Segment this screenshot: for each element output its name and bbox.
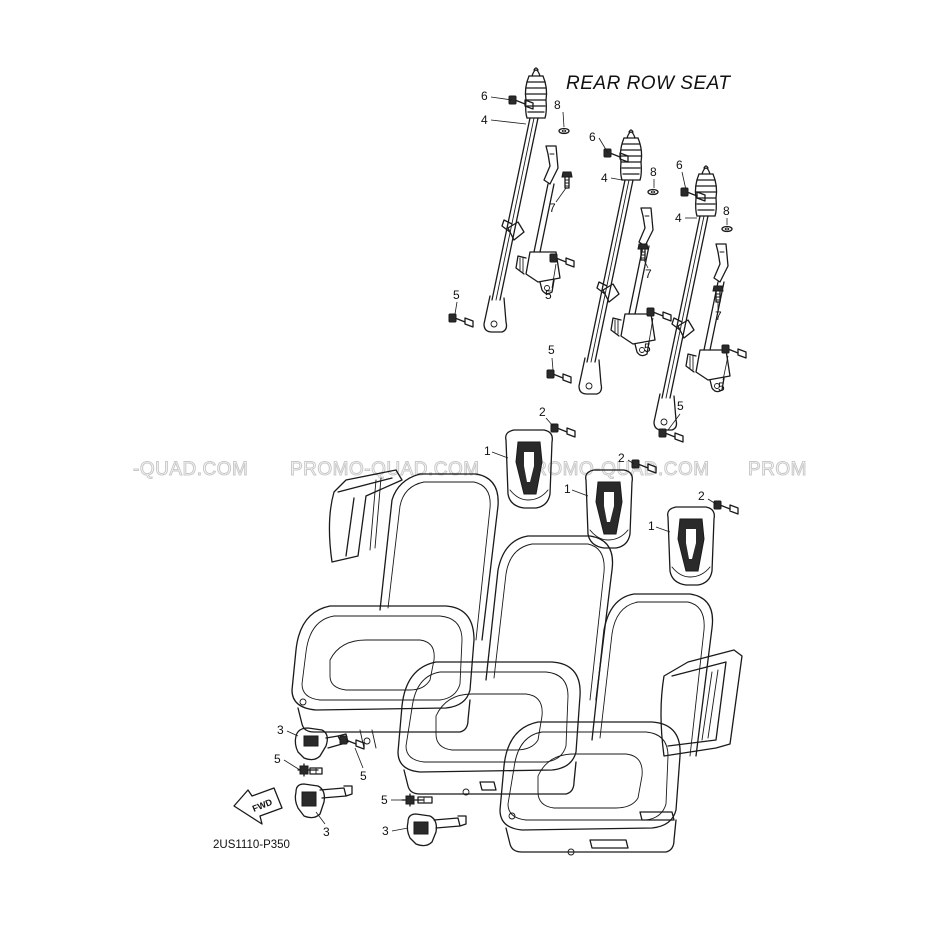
buckle-part-3 <box>294 783 353 819</box>
callouts: 6 6 6 4 4 4 8 8 8 7 7 7 5 5 5 5 <box>274 89 730 839</box>
washer-part-8 <box>647 188 659 196</box>
trim-panel-part-1 <box>667 506 715 586</box>
diagram-code: 2US1110-P350 <box>213 839 290 851</box>
callout-3: 3 <box>277 723 284 737</box>
bolt-part-5 <box>646 307 672 322</box>
bolt-part-6 <box>508 95 534 110</box>
callout-5: 5 <box>453 288 460 302</box>
callout-5: 5 <box>360 769 367 783</box>
callout-2: 2 <box>698 489 705 503</box>
bolt-part-5 <box>339 735 365 750</box>
watermark-text: -QUAD.COM <box>133 459 248 480</box>
callout-6: 6 <box>589 130 596 144</box>
buckle-part-3 <box>406 813 467 847</box>
callout-8: 8 <box>723 204 730 218</box>
bolt-part-5 <box>401 793 433 807</box>
callout-5: 5 <box>545 288 552 302</box>
callout-5: 5 <box>644 341 651 355</box>
bolt-part-5 <box>448 313 474 328</box>
seat-center <box>397 535 614 796</box>
fwd-label: FWD <box>251 797 274 814</box>
washer-part-8 <box>558 127 570 135</box>
callout-8: 8 <box>650 165 657 179</box>
bolt-part-5 <box>549 253 575 268</box>
callout-7: 7 <box>715 309 722 323</box>
bolt-part-5 <box>297 763 323 777</box>
callout-2: 2 <box>618 451 625 465</box>
callout-7: 7 <box>645 267 652 281</box>
callout-1: 1 <box>564 482 571 496</box>
bolt-part-5 <box>546 369 572 384</box>
callout-1: 1 <box>648 519 655 533</box>
bolt-part-5 <box>658 428 684 443</box>
watermark-row: -QUAD.COM PROMO-QUAD.COM PROMO-QUAD.COM … <box>133 459 808 481</box>
bolt-part-7 <box>561 171 573 189</box>
callout-2: 2 <box>539 405 546 419</box>
callout-4: 4 <box>675 211 682 225</box>
callout-5: 5 <box>548 343 555 357</box>
callout-4: 4 <box>601 171 608 185</box>
seat-frame-left <box>328 469 403 563</box>
seat-right <box>499 593 714 856</box>
callout-1: 1 <box>484 444 491 458</box>
callout-3: 3 <box>323 825 330 839</box>
watermark-text: PROM <box>748 459 807 480</box>
watermark-text: PROMO-QUAD.COM <box>290 459 480 480</box>
seat-frame-right <box>660 649 743 757</box>
washer-part-8 <box>721 225 733 233</box>
callout-7: 7 <box>549 201 556 215</box>
diagram-title: REAR ROW SEAT <box>566 73 731 94</box>
bolt-part-5 <box>721 344 747 359</box>
callout-4: 4 <box>481 113 488 127</box>
seat-left <box>291 473 499 749</box>
bolt-part-6 <box>680 187 706 202</box>
callout-5: 5 <box>718 380 725 394</box>
bolt-part-2 <box>713 500 739 515</box>
callout-6: 6 <box>481 89 488 103</box>
bolt-part-2 <box>550 423 576 438</box>
callout-6: 6 <box>676 158 683 172</box>
callout-8: 8 <box>554 98 561 112</box>
callout-5: 5 <box>274 752 281 766</box>
callout-5: 5 <box>677 399 684 413</box>
fwd-arrow-icon: FWD <box>233 787 283 825</box>
callout-3: 3 <box>382 824 389 838</box>
callout-5: 5 <box>381 793 388 807</box>
